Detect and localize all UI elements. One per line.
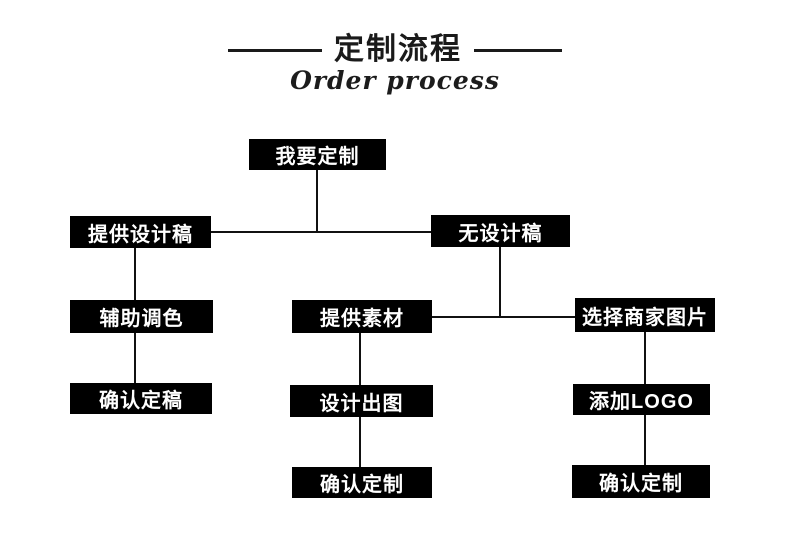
page-subtitle: Order process — [290, 66, 500, 95]
flow-node-start: 我要定制 — [249, 139, 386, 170]
title-rule-right — [474, 48, 562, 52]
connector-provide-material-to-design-output — [359, 333, 361, 385]
flow-node-assist-color: 辅助调色 — [70, 300, 213, 333]
flow-node-choose-merchant-image: 选择商家图片 — [575, 298, 715, 332]
connector-no-design-down — [499, 247, 501, 317]
title-rule-left — [228, 48, 322, 52]
flow-node-no-design: 无设计稿 — [431, 215, 570, 247]
connector-row3-horizontal — [432, 316, 575, 318]
connector-row2-horizontal — [211, 231, 431, 233]
flow-node-add-logo: 添加LOGO — [573, 384, 710, 415]
page-title: 定制流程 — [334, 33, 462, 66]
flow-node-confirm-custom-middle: 确认定制 — [292, 467, 432, 498]
connector-design-output-to-confirm-custom — [359, 417, 361, 467]
flow-node-confirm-custom-right: 确认定制 — [572, 465, 710, 498]
flow-node-provide-material: 提供素材 — [292, 300, 432, 333]
connector-provide-design-to-assist-color — [134, 248, 136, 300]
flow-node-confirm-draft: 确认定稿 — [70, 383, 212, 414]
header: 定制流程 — [0, 34, 790, 66]
flow-node-design-output: 设计出图 — [290, 385, 433, 417]
connector-add-logo-to-confirm-custom — [644, 415, 646, 465]
connector-start-to-row2 — [316, 170, 318, 232]
flow-node-provide-design: 提供设计稿 — [70, 216, 211, 248]
connector-choose-image-to-add-logo — [644, 332, 646, 384]
connector-assist-color-to-confirm-draft — [134, 333, 136, 383]
